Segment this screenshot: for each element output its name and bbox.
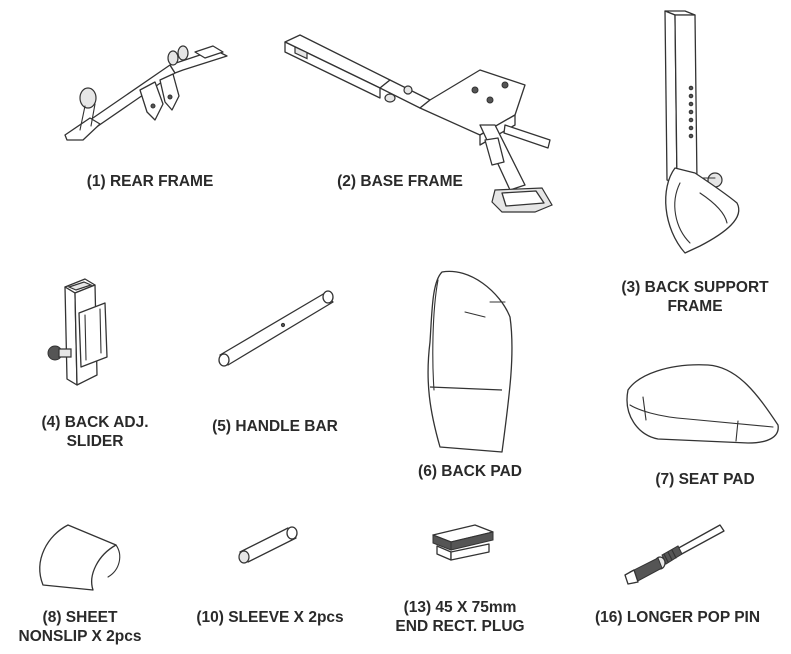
label-back-adj-slider: (4) BACK ADJ. SLIDER	[41, 414, 149, 450]
label-longer-pop-pin: (16) LONGER POP PIN	[594, 609, 761, 626]
label-back-support-frame: (3) BACK SUPPORT FRAME	[621, 279, 769, 315]
handle-bar-drawing	[215, 285, 340, 370]
label-handle-bar: (5) HANDLE BAR	[212, 418, 338, 435]
base-frame-drawing	[280, 30, 560, 220]
label-rear-frame: (1) REAR FRAME	[86, 173, 214, 190]
back-pad-drawing	[410, 262, 520, 457]
end-rect-plug-drawing	[425, 520, 500, 565]
longer-pop-pin-drawing	[620, 520, 730, 590]
rear-frame-drawing	[55, 40, 235, 145]
label-sleeve: (10) SLEEVE X 2pcs	[196, 609, 344, 626]
back-support-frame-drawing	[655, 8, 755, 258]
seat-pad-drawing	[618, 355, 788, 455]
sheet-nonslip-drawing	[28, 515, 128, 595]
sleeve-drawing	[230, 520, 305, 570]
label-end-rect-plug: (13) 45 X 75mm END RECT. PLUG	[395, 599, 525, 635]
label-back-pad: (6) BACK PAD	[418, 463, 522, 480]
back-adj-slider-drawing	[45, 275, 125, 390]
label-sheet-nonslip: (8) SHEET NONSLIP X 2pcs	[18, 609, 142, 645]
label-base-frame: (2) BASE FRAME	[337, 173, 463, 190]
label-seat-pad: (7) SEAT PAD	[655, 471, 755, 488]
